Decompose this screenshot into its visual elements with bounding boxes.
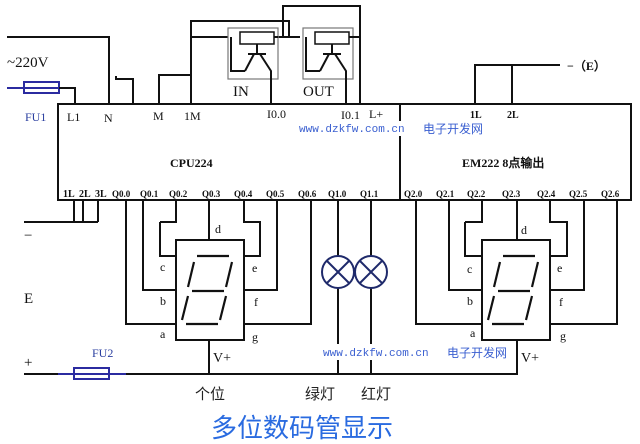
in-sensor-icon [227, 27, 279, 104]
out-sensor-label: OUT [303, 84, 334, 100]
em-terminal-q2-3: Q2.3 [502, 189, 521, 199]
sensor-supply-wire [190, 20, 290, 75]
cpu-terminal-lplus: L+ [369, 107, 383, 121]
em-terminal-1l: 1L [470, 110, 482, 121]
watermark-bottom: www.dzkfw.com.cn 电子开发网 [321, 344, 515, 360]
left-display-wiring [125, 200, 312, 325]
left-seg-d: d [215, 222, 221, 236]
em-terminal-q2-5: Q2.5 [569, 189, 588, 199]
cpu224-module [57, 103, 401, 201]
dc-plus-wire [24, 340, 210, 375]
em222-name: EM222 8点输出 [462, 155, 544, 170]
watermark-site: 电子开发网 [447, 345, 507, 360]
em-terminal-q2-4: Q2.4 [537, 189, 556, 199]
green-lamp-caption: 绿灯 [305, 385, 335, 403]
em-terminal-q2-1: Q2.1 [436, 189, 455, 199]
lplus-wire [282, 5, 361, 104]
ac-voltage-label: ~220V [7, 55, 49, 71]
right-seg-d: d [521, 223, 527, 237]
em-terminal-q2-6: Q2.6 [601, 189, 620, 199]
l1-wire [59, 87, 76, 104]
dc-e-label: E [24, 291, 33, 307]
em-ground-label: −（E） [567, 58, 606, 73]
cpu-terminal-q0-2: Q0.2 [169, 189, 188, 199]
cpu-terminal-q0-5: Q0.5 [266, 189, 285, 199]
cpu-terminal-2l: 2L [79, 189, 91, 200]
right-seg-b: b [467, 294, 473, 308]
fuse2-label: FU2 [92, 346, 113, 360]
right-seven-segment-display [481, 239, 551, 341]
red-lamp-icon [354, 255, 388, 289]
em-terminal-2l: 2L [507, 110, 519, 121]
right-seg-g: g [560, 329, 566, 343]
fuse1-label: FU1 [25, 110, 46, 124]
right-vplus-label: V+ [521, 351, 539, 366]
common-link [73, 200, 99, 222]
cpu-terminal-l1: L1 [67, 110, 80, 124]
em222-module [399, 103, 632, 201]
cpu-terminal-m: M [153, 109, 164, 123]
cpu-terminal-q0-4: Q0.4 [234, 189, 253, 199]
fuse2-icon [73, 367, 110, 380]
watermark-url: www.dzkfw.com.cn [323, 348, 429, 360]
right-seg-f: f [559, 295, 563, 309]
cpu-terminal-q0-0: Q0.0 [112, 189, 131, 199]
left-vplus-label: V+ [213, 351, 231, 366]
cpu-terminal-3l: 3L [95, 189, 107, 200]
left-seg-a: a [160, 327, 166, 341]
diagram-title: 多位数码管显示 [211, 414, 393, 444]
cpu-terminal-n: N [104, 111, 113, 125]
left-seg-b: b [160, 294, 166, 308]
dc-plus-label: + [24, 355, 32, 371]
right-seg-e: e [557, 261, 562, 275]
em-terminal-q2-2: Q2.2 [467, 189, 486, 199]
cpu-terminal-q1-1: Q1.1 [360, 189, 379, 199]
watermark-site: 电子开发网 [423, 121, 483, 136]
cpu-terminal-q0-3: Q0.3 [202, 189, 221, 199]
out-sensor-icon [302, 27, 360, 104]
cpu-terminal-q1-0: Q1.0 [328, 189, 347, 199]
em-terminal-q2-0: Q2.0 [404, 189, 423, 199]
cpu224-name: CPU224 [170, 156, 213, 170]
dc-minus-label: − [24, 228, 32, 244]
left-seg-e: e [252, 261, 257, 275]
neutral-wire [7, 36, 110, 104]
cpu-terminal-i0-0: I0.0 [267, 107, 286, 121]
right-seg-a: a [470, 326, 476, 340]
ac-supply [7, 36, 110, 104]
watermark-top: www.dzkfw.com.cn 电子开发网 [297, 121, 491, 136]
cpu-terminal-1m: 1M [184, 109, 201, 123]
in-sensor-label: IN [233, 84, 249, 100]
left-display-caption: 个位 [195, 385, 225, 403]
left-seg-g: g [252, 330, 258, 344]
right-display-wiring [415, 200, 618, 325]
right-seg-c: c [467, 262, 472, 276]
green-lamp-icon [321, 255, 355, 289]
left-seven-segment-display [175, 239, 245, 341]
cpu-terminal-q0-6: Q0.6 [298, 189, 317, 199]
em-supply-wire [474, 64, 560, 104]
left-seg-c: c [160, 260, 165, 274]
dc-plus-right [209, 340, 518, 375]
cpu-terminal-i0-1: I0.1 [341, 108, 360, 122]
cpu-terminal-q0-1: Q0.1 [140, 189, 159, 199]
left-seg-f: f [254, 295, 258, 309]
cpu-terminal-1l: 1L [63, 189, 75, 200]
m-1m-link [158, 74, 192, 104]
watermark-url: www.dzkfw.com.cn [299, 124, 405, 136]
red-lamp-caption: 红灯 [361, 385, 391, 403]
